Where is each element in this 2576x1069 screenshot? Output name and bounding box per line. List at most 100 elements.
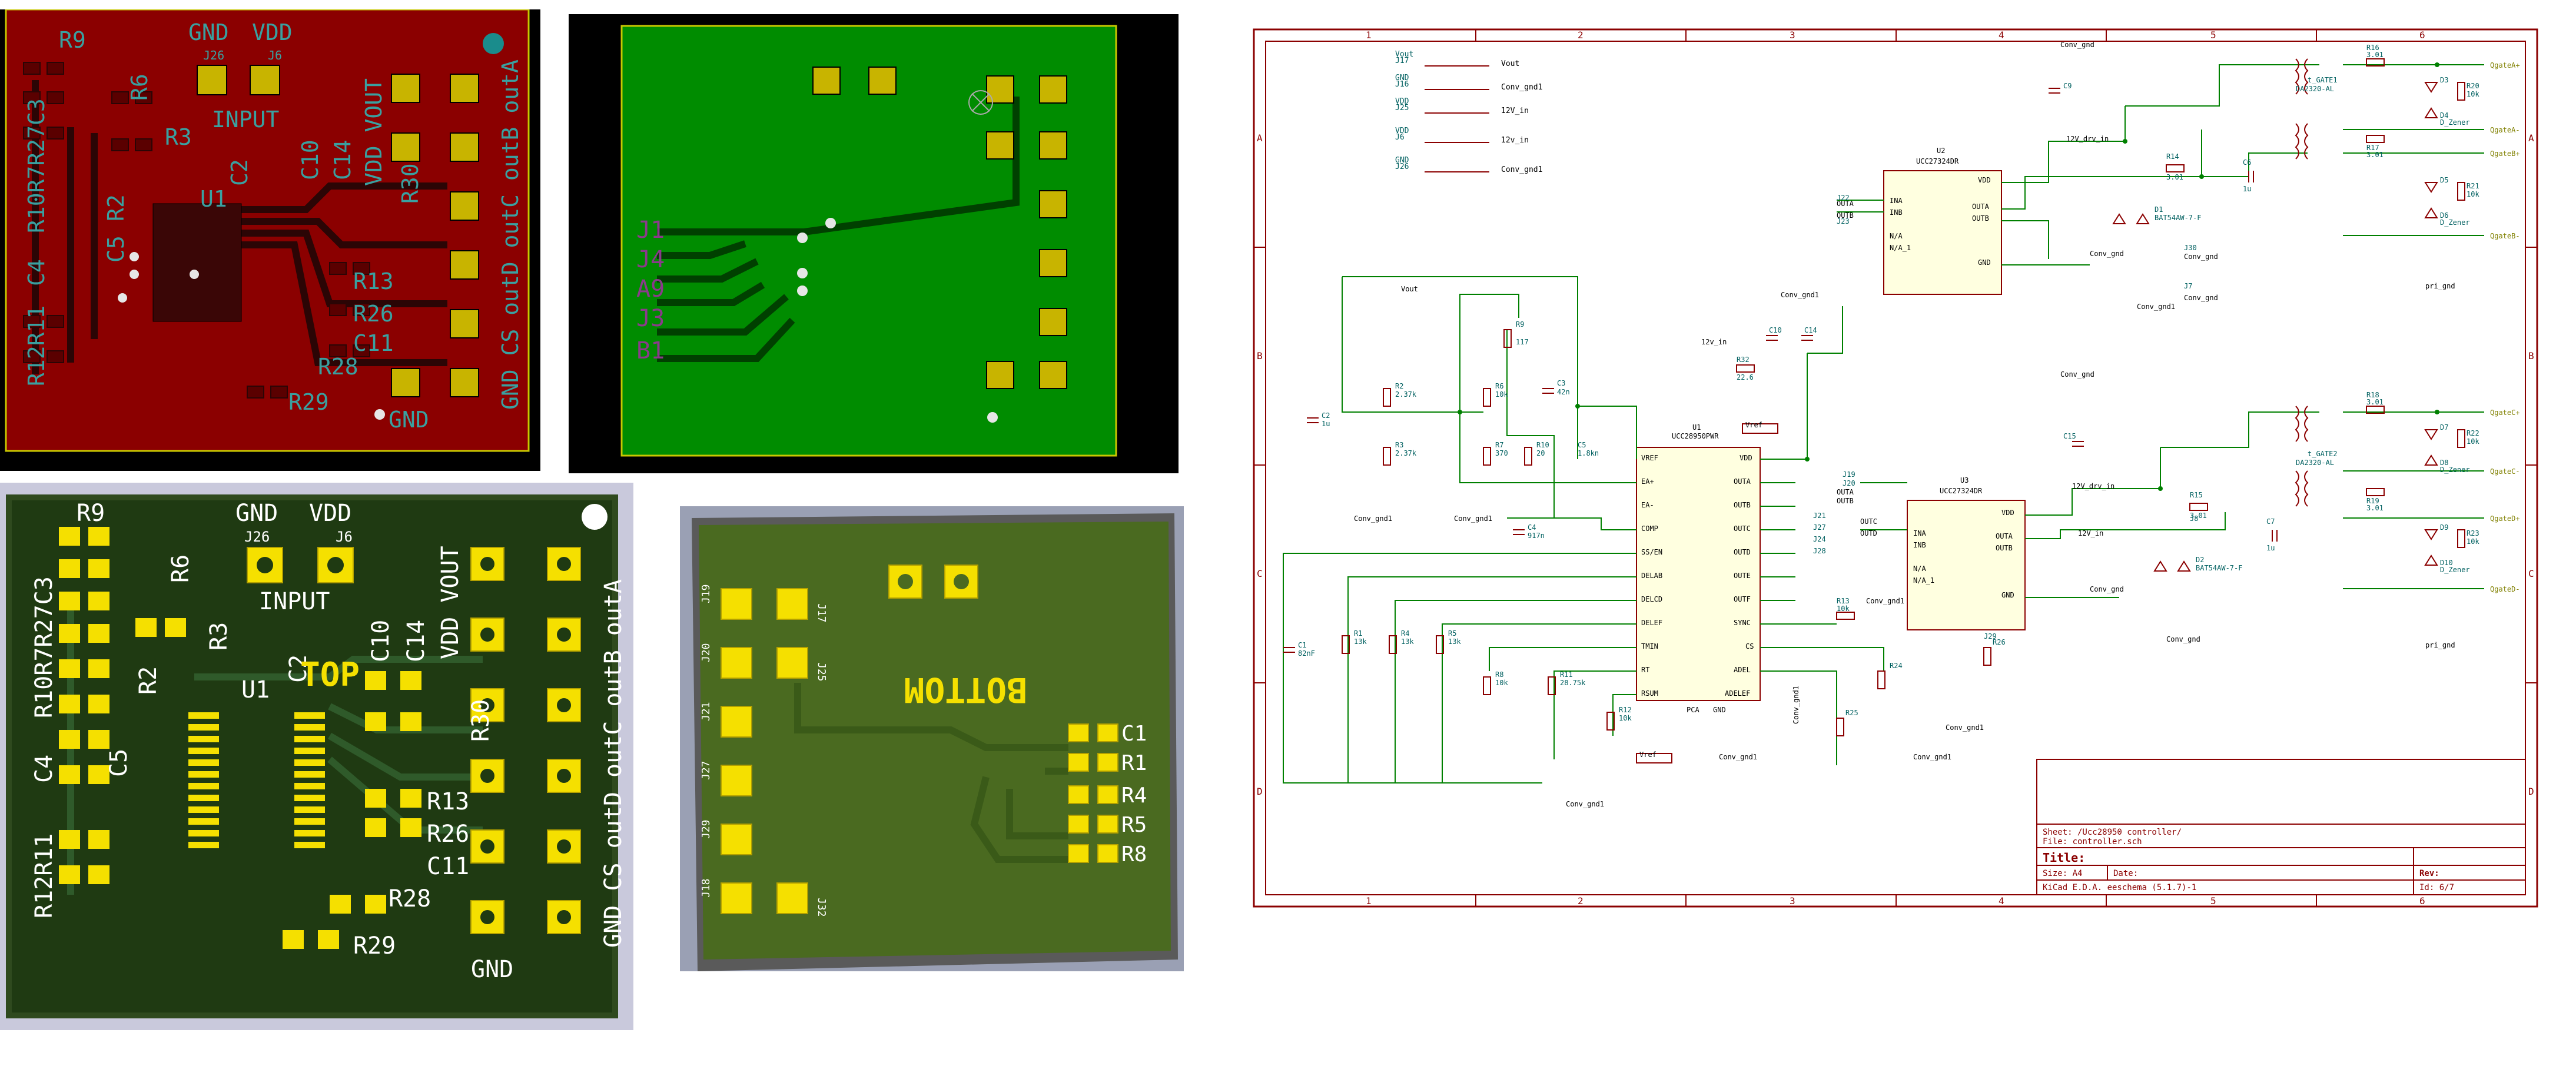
3d-label-j32: J32 xyxy=(815,898,828,917)
conn-j6-net: 12v_in xyxy=(1501,136,1529,145)
title-block-kicad: KiCad E.D.A. eeschema (5.1.7)-1 xyxy=(2043,883,2196,892)
label-r2: R2 xyxy=(103,194,129,221)
net-12v-drv-mid: 12V_drv_in xyxy=(2072,482,2114,490)
u3-pin-gnd: GND xyxy=(2001,591,2014,599)
u1-pin-outc: OUTC xyxy=(1734,524,1751,533)
net-conv-gnd1-top: Conv_gnd1 xyxy=(1781,291,1819,299)
row-c-left: C xyxy=(1257,568,1263,579)
net-vref-bottom: Vref xyxy=(1639,751,1657,759)
net-vref-box: Vref xyxy=(1745,421,1762,429)
label-c11: C11 xyxy=(353,330,394,356)
title-block-date: Date: xyxy=(2113,869,2138,878)
label-gnd: GND xyxy=(188,19,229,45)
part-r32-value: 22.6 xyxy=(1737,373,1754,381)
u3-pin-outa: OUTA xyxy=(1996,532,2013,540)
3d-label-r30: R30 xyxy=(467,699,494,742)
net-outb: OUTB xyxy=(1837,211,1854,220)
part-r24: R24 xyxy=(1890,662,1903,670)
3d-label-left-vert-2: C4 xyxy=(31,755,58,783)
u1-ref: U1 xyxy=(1692,423,1701,431)
3d-label-j25: J25 xyxy=(815,662,828,682)
part-c1: C1 xyxy=(1298,641,1306,649)
net-outa: OUTA xyxy=(1837,200,1854,208)
u2-value: UCC27324DR xyxy=(1916,157,1959,165)
title-block-id: Id: 6/7 xyxy=(2419,883,2454,892)
part-d1-value: BAT54AW-7-F xyxy=(2155,214,2201,222)
u1-pin-sync: SYNC xyxy=(1734,619,1751,627)
part-r1-value: 13k xyxy=(1354,638,1367,646)
conn-j17-ref: J17 xyxy=(1395,57,1409,65)
net-qgate-a-minus: QgateA- xyxy=(2490,126,2520,134)
part-d4: D4 xyxy=(2440,111,2448,119)
part-d4-value: D_Zener xyxy=(2440,118,2470,127)
part-j20: J20 xyxy=(1843,479,1855,487)
col-6-bottom: 6 xyxy=(2419,895,2425,907)
3d-label-r3: R3 xyxy=(205,622,233,650)
label-r29: R29 xyxy=(288,389,329,415)
row-c-right: C xyxy=(2528,568,2534,579)
label-c14: C14 xyxy=(330,140,356,180)
u1-pin-outa: OUTA xyxy=(1734,477,1751,486)
row-d-right: D xyxy=(2528,786,2534,797)
net-conv-gnd-top: Conv_gnd xyxy=(2060,41,2094,49)
col-6-top: 6 xyxy=(2419,29,2425,41)
u1-pin-eam: EA- xyxy=(1641,501,1654,509)
part-d5: D5 xyxy=(2440,176,2448,184)
part-r12: R12 xyxy=(1619,706,1632,714)
3d-label-c1: C1 xyxy=(1121,722,1147,746)
net-outc: OUTC xyxy=(1860,517,1877,526)
u1-pin-cs: CS xyxy=(1745,642,1754,650)
net-conv-gnd-u3: Conv_gnd xyxy=(2090,585,2124,593)
part-c15: C15 xyxy=(2063,432,2076,440)
3d-label-c5: C5 xyxy=(105,749,132,777)
part-r14: R14 xyxy=(2166,152,2179,161)
net-dconv-gnd: Conv_gnd1 xyxy=(2137,303,2175,311)
u1-pin-outf: OUTF xyxy=(1734,595,1751,603)
conn-j26-ref: J26 xyxy=(1395,162,1409,171)
part-r3: R3 xyxy=(1395,441,1403,449)
part-r20-value: 10k xyxy=(2467,90,2479,98)
part-r16: R16 xyxy=(2366,44,2379,52)
bottom-label-2: J4 xyxy=(636,246,665,273)
u2-pin-vdd: VDD xyxy=(1978,176,1991,184)
part-r6-value: 10k xyxy=(1495,390,1508,399)
u1-value: UCC28950PWR xyxy=(1672,432,1719,440)
part-r25: R25 xyxy=(1845,709,1858,717)
col-2-bottom: 2 xyxy=(1578,895,1584,907)
part-d2: D2 xyxy=(2196,556,2204,564)
3d-label-gnd-bottom: GND xyxy=(471,956,513,983)
3d-label-r6: R6 xyxy=(167,555,194,583)
u1-body xyxy=(1636,447,1761,701)
part-j8: J8 xyxy=(2190,514,2198,523)
part-r8-value: 10k xyxy=(1495,679,1508,687)
part-d7: D7 xyxy=(2440,423,2448,431)
part-r12-value: 10k xyxy=(1619,714,1632,722)
label-j26: J26 xyxy=(203,48,224,62)
part-r11: R11 xyxy=(1560,670,1573,679)
part-r4: R4 xyxy=(1401,629,1409,638)
label-left-vert-3: R12R11 xyxy=(24,306,49,386)
u2-ref: U2 xyxy=(1937,147,1945,155)
schematic-canvas: 1 2 3 4 5 6 1 2 3 4 5 6 A B C D A B C D … xyxy=(1248,24,2543,912)
part-r7: R7 xyxy=(1495,441,1503,449)
row-a-left: A xyxy=(1257,132,1263,144)
u1-pin-adelef: ADELEF xyxy=(1725,689,1750,698)
3d-label-j21: J21 xyxy=(700,702,712,721)
3d-label-j19: J19 xyxy=(700,584,712,603)
conn-j6-ref: J6 xyxy=(1395,133,1405,142)
u1-pin-vref: VREF xyxy=(1641,454,1658,462)
part-j19: J19 xyxy=(1843,470,1855,479)
u1-pin-ssen: SS/EN xyxy=(1641,548,1662,556)
bottom-label-5: B1 xyxy=(636,337,665,364)
label-vdd-vout: VDD VOUT xyxy=(361,78,387,186)
net-conv-gnd1-r13: Conv_gnd1 xyxy=(1866,597,1904,605)
net-12v-in: 12v_in xyxy=(1701,338,1727,346)
3d-label-gnd: GND xyxy=(235,500,278,527)
u3-value: UCC27324DR xyxy=(1940,487,1983,495)
part-j27: J27 xyxy=(1813,523,1826,532)
net-conv-gnd1-bottom: Conv_gnd1 xyxy=(1566,800,1604,808)
conn-j16-ref: J16 xyxy=(1395,80,1409,89)
col-1-top: 1 xyxy=(1366,29,1372,41)
part-r1: R1 xyxy=(1354,629,1362,638)
title-block-file: File: controller.sch xyxy=(2043,837,2142,846)
